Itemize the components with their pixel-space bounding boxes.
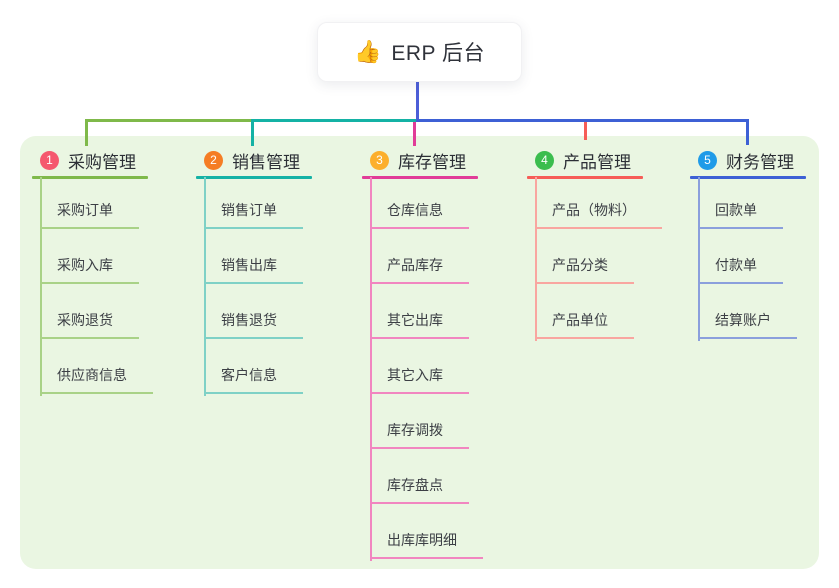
branch-title: 库存管理: [398, 152, 466, 172]
branch-underline: [196, 176, 312, 179]
branch-node-3[interactable]: 3 库存管理: [370, 147, 466, 173]
child-node[interactable]: 销售订单: [204, 200, 303, 229]
branch-node-1[interactable]: 1 采购管理: [40, 147, 136, 173]
child-node[interactable]: 客户信息: [204, 365, 303, 394]
branch-number-badge: 5: [698, 150, 717, 170]
child-node[interactable]: 回款单: [698, 200, 783, 229]
branch-node-4[interactable]: 4 产品管理: [535, 147, 631, 173]
branch-title: 采购管理: [68, 152, 136, 172]
connector-bus-mid: [252, 119, 418, 122]
child-node[interactable]: 其它入库: [370, 365, 469, 394]
connector-bus-right: [416, 119, 749, 122]
branch-underline: [690, 176, 806, 179]
branch-underline: [527, 176, 643, 179]
child-node[interactable]: 产品分类: [535, 255, 634, 284]
child-node[interactable]: 采购入库: [40, 255, 139, 284]
branch-underline: [32, 176, 148, 179]
connector-root-drop: [416, 81, 419, 119]
connector-drop-5: [746, 119, 749, 145]
branch-spine-line: [535, 177, 537, 341]
connector-bus-left: [85, 119, 254, 122]
child-node[interactable]: 付款单: [698, 255, 783, 284]
child-node[interactable]: 销售出库: [204, 255, 303, 284]
root-title: ERP 后台: [391, 42, 486, 65]
connector-drop-4: [584, 122, 587, 140]
branch-node-2[interactable]: 2 销售管理: [204, 147, 300, 173]
branch-number-badge: 1: [40, 150, 59, 170]
child-node[interactable]: 销售退货: [204, 310, 303, 339]
branch-number-badge: 3: [370, 150, 389, 170]
branch-node-5[interactable]: 5 财务管理: [698, 147, 794, 173]
branch-spine-line: [40, 177, 42, 396]
branch-spine-line: [204, 177, 206, 396]
connector-drop-3: [413, 122, 416, 146]
child-node[interactable]: 结算账户: [698, 310, 797, 339]
branch-underline: [362, 176, 478, 179]
child-node[interactable]: 其它出库: [370, 310, 469, 339]
branches-panel: [20, 136, 819, 569]
connector-drop-1: [85, 119, 88, 146]
child-node[interactable]: 供应商信息: [40, 365, 153, 394]
branch-title: 销售管理: [232, 152, 300, 172]
branch-title: 产品管理: [563, 152, 631, 172]
connector-drop-2: [251, 119, 254, 146]
child-node[interactable]: 产品（物料）: [535, 200, 662, 229]
child-node[interactable]: 仓库信息: [370, 200, 469, 229]
branch-spine-line: [370, 177, 372, 561]
child-node[interactable]: 采购订单: [40, 200, 139, 229]
root-node[interactable]: 👍 ERP 后台: [317, 22, 522, 82]
branch-spine-line: [698, 177, 700, 341]
branch-number-badge: 2: [204, 150, 223, 170]
child-node[interactable]: 库存盘点: [370, 475, 469, 504]
child-node[interactable]: 产品库存: [370, 255, 469, 284]
child-node[interactable]: 出库库明细: [370, 530, 483, 559]
branch-number-badge: 4: [535, 150, 554, 170]
child-node[interactable]: 产品单位: [535, 310, 634, 339]
branch-title: 财务管理: [726, 152, 794, 172]
thumbs-up-icon: 👍: [353, 39, 382, 64]
child-node[interactable]: 库存调拨: [370, 420, 469, 449]
child-node[interactable]: 采购退货: [40, 310, 139, 339]
